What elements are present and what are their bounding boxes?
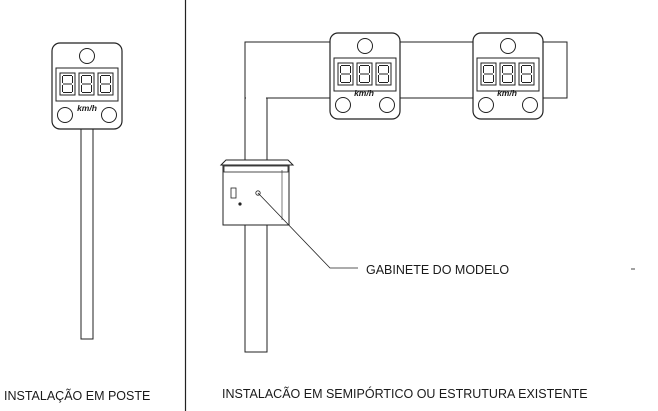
cabinet bbox=[219, 159, 295, 226]
speed-sign-portal-2 bbox=[473, 33, 543, 119]
sign-unit-label: km/h bbox=[354, 88, 374, 98]
left-caption: INSTALAÇÃO EM POSTE bbox=[4, 389, 150, 403]
cabinet-callout: GABINETE DO MODELO bbox=[366, 263, 509, 277]
speed-sign-portal-1 bbox=[330, 33, 400, 119]
right-caption: INSTALACÃO EM SEMIPÓRTICO OU ESTRUTURA E… bbox=[222, 386, 588, 401]
sign-unit-label: km/h bbox=[77, 103, 97, 113]
sign-unit-label: km/h bbox=[497, 88, 517, 98]
pole-installation: km/h bbox=[52, 43, 122, 340]
pole bbox=[80, 128, 94, 340]
cabinet-leader-line bbox=[257, 192, 358, 269]
semiportal-installation: km/h km/h GABINETE DO MODELO bbox=[219, 33, 635, 353]
speed-sign-pole bbox=[52, 43, 122, 129]
